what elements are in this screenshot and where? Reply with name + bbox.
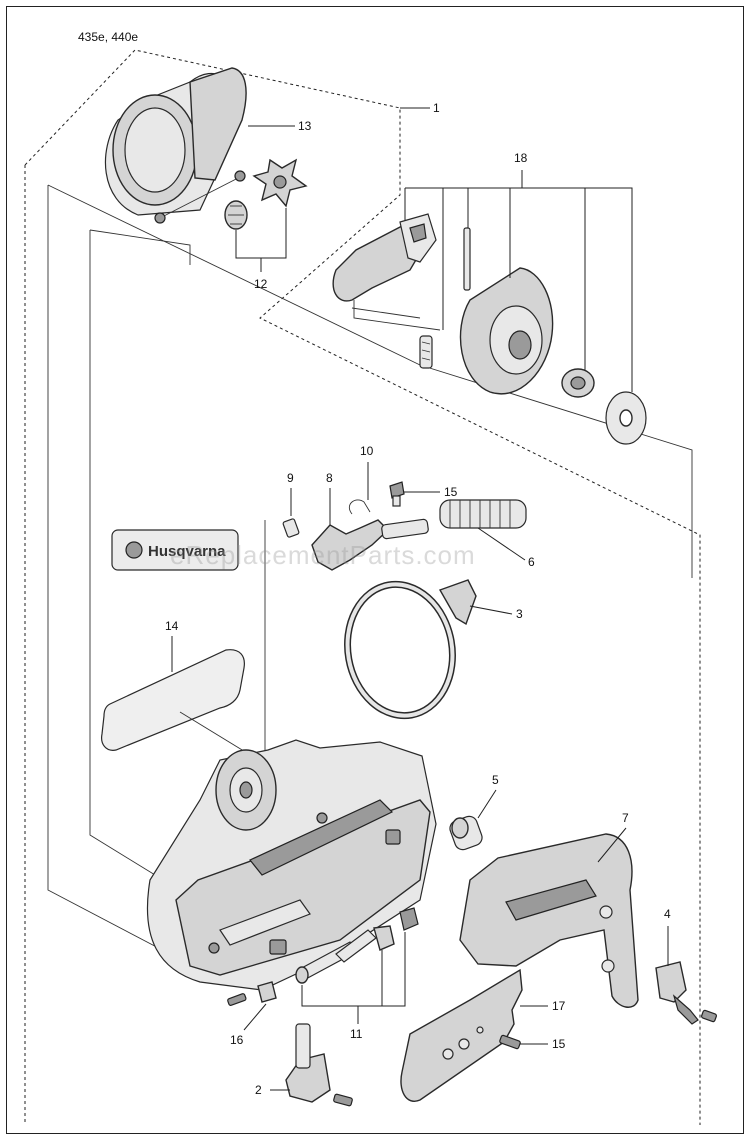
callout-5: 5	[492, 773, 499, 787]
callout-11: 11	[350, 1027, 363, 1041]
part-13-brake-housing	[104, 67, 247, 224]
part-18-brake-assembly	[332, 213, 647, 445]
callout-9: 9	[287, 471, 294, 485]
part-2-adjuster	[285, 1023, 353, 1107]
leader-11	[301, 932, 406, 1007]
leader-18-bracket	[405, 187, 633, 392]
callout-7: 7	[622, 811, 629, 825]
leader-6	[477, 527, 526, 561]
leader-5	[477, 789, 497, 819]
part-8-lever	[311, 518, 429, 571]
part-14-warning-decal	[101, 649, 253, 757]
assembly-boundary-top	[24, 49, 701, 1125]
part-17-cover-plate	[400, 968, 523, 1102]
watermark: eReplacementParts.com	[170, 540, 476, 570]
callout-4: 4	[664, 907, 671, 921]
diagram-frame	[6, 6, 744, 1134]
main-clutch-cover	[146, 739, 437, 991]
callout-8: 8	[326, 471, 333, 485]
assembly-frame-inner	[89, 230, 161, 879]
callout-6: 6	[528, 555, 535, 569]
model-label: 435e, 440e	[78, 30, 139, 44]
callout-13: 13	[298, 119, 312, 133]
callout-2: 2	[255, 1083, 262, 1097]
callout-10: 10	[360, 444, 374, 458]
part-14-brand-decal	[111, 529, 239, 571]
part-12-sprocket-gear	[224, 158, 308, 230]
assembly-frame-inner-2	[89, 229, 191, 265]
part-9-pin	[282, 518, 300, 538]
callout-15a: 15	[444, 485, 458, 499]
part-10-clip	[348, 499, 371, 515]
part-15-screw-b	[499, 1034, 521, 1050]
part-4-chain-catcher	[655, 961, 717, 1025]
callout-3: 3	[516, 607, 523, 621]
part-3-brake-band	[344, 579, 477, 720]
part-7-chain-guard	[459, 833, 639, 1008]
part-15-screw-a	[389, 481, 405, 507]
leader-16	[243, 1003, 267, 1031]
part-6-spring	[439, 499, 527, 529]
callout-17: 17	[552, 999, 566, 1013]
part-16-screw	[227, 981, 277, 1006]
assembly-frame-outline-2	[47, 184, 693, 578]
callout-1: 1	[433, 101, 440, 115]
leader-3	[469, 605, 513, 615]
leader-7	[597, 827, 627, 863]
callout-12: 12	[254, 277, 268, 291]
callout-14: 14	[165, 619, 179, 633]
part-5-bushing	[449, 815, 483, 851]
callout-15b: 15	[552, 1037, 566, 1051]
brand-decal-text: Husqvarna	[148, 543, 226, 560]
part-11-studs	[295, 907, 419, 984]
callout-18: 18	[514, 151, 528, 165]
callout-16: 16	[230, 1033, 244, 1047]
